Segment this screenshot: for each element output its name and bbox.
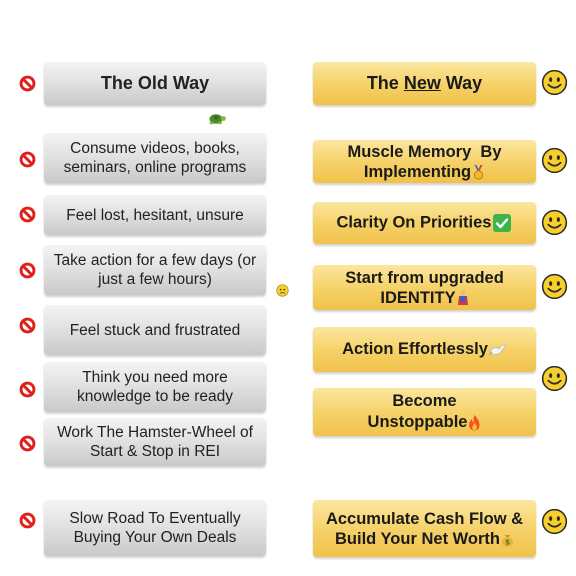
- no-entry-icon: [19, 151, 36, 168]
- smiley-face-icon: [541, 147, 568, 174]
- no-entry-icon: [19, 206, 36, 223]
- new-way-item-text: Accumulate Cash Flow & Build Your Net Wo…: [325, 509, 524, 548]
- new-way-item-text: Start from upgraded IDENTITY: [345, 268, 504, 307]
- no-entry-icon: [19, 381, 36, 398]
- old-way-item: Take action for a few days (or just a fe…: [44, 245, 266, 295]
- smiley-face-icon: [541, 209, 568, 236]
- new-way-title-post: Way: [440, 73, 483, 93]
- new-way-item: Start from upgraded IDENTITY: [313, 265, 536, 310]
- svg-text:$: $: [505, 538, 510, 546]
- no-entry-icon: [19, 262, 36, 279]
- new-way-title-underlined: New: [403, 73, 441, 93]
- check-mark-icon: [493, 214, 512, 232]
- medal-icon: [474, 164, 484, 180]
- old-way-item-text: Feel lost, hesitant, unsure: [66, 206, 244, 224]
- old-way-item-text: Take action for a few days (or just a fe…: [53, 252, 257, 288]
- confused-face-icon: [276, 284, 289, 297]
- old-way-item: Think you need more knowledge to be read…: [44, 362, 266, 412]
- no-entry-icon: [19, 75, 36, 92]
- new-way-item: Accumulate Cash Flow & Build Your Net Wo…: [313, 500, 536, 557]
- no-entry-icon: [19, 512, 36, 529]
- smiley-face-icon: [541, 273, 568, 300]
- old-way-title: The Old Way: [44, 62, 266, 105]
- new-way-item: Action Effortlessly: [313, 327, 536, 372]
- new-way-item: Become Unstoppable: [313, 388, 536, 436]
- new-way-item-text: Clarity On Priorities: [337, 213, 513, 233]
- dove-icon: [488, 344, 507, 356]
- new-way-title-pre: The: [366, 73, 404, 93]
- new-way-title: The New Way: [313, 62, 536, 105]
- old-way-item: Consume videos, books, seminars, online …: [44, 133, 266, 183]
- fire-icon: [469, 414, 480, 431]
- new-way-item-text: Action Effortlessly: [342, 340, 507, 359]
- smiley-face-icon: [541, 508, 568, 535]
- turtle-icon: [209, 114, 226, 125]
- new-way-item: Muscle Memory By Implementing: [313, 140, 536, 183]
- smiley-face-icon: [541, 69, 568, 96]
- no-entry-icon: [19, 435, 36, 452]
- smiley-face-icon: [541, 365, 568, 392]
- old-way-item-text: Feel stuck and frustrated: [69, 321, 241, 339]
- new-way-item: Clarity On Priorities: [313, 202, 536, 244]
- old-way-item: Feel stuck and frustrated: [44, 305, 266, 355]
- old-way-item-text: Work The Hamster-Wheel of Start & Stop i…: [57, 424, 253, 460]
- money-bag-icon: $: [502, 534, 513, 547]
- superhero-icon: [457, 290, 468, 306]
- old-way-item-text: Consume videos, books, seminars, online …: [63, 140, 247, 176]
- no-entry-icon: [19, 317, 36, 334]
- old-way-title-text: The Old Way: [100, 73, 210, 93]
- old-way-item: Work The Hamster-Wheel of Start & Stop i…: [44, 418, 266, 466]
- old-way-item-text: Slow Road To Eventually Buying Your Own …: [69, 510, 241, 546]
- new-way-item-text: Muscle Memory By Implementing: [347, 142, 507, 181]
- old-way-item: Feel lost, hesitant, unsure: [44, 195, 266, 235]
- old-way-item-text: Think you need more knowledge to be read…: [77, 369, 233, 405]
- old-way-item: Slow Road To Eventually Buying Your Own …: [44, 500, 266, 556]
- new-way-item-text: Become Unstoppable: [355, 391, 495, 433]
